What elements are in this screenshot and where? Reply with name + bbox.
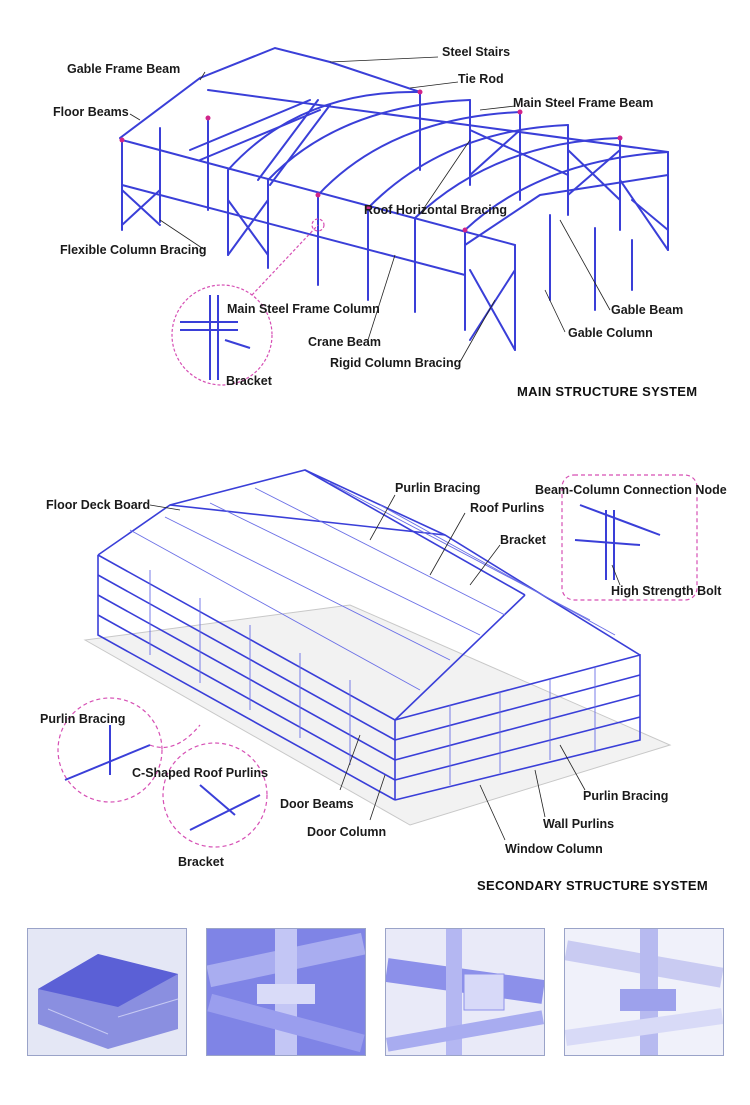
thumbnail-column-node-render <box>206 928 366 1056</box>
thumbnail-frame-connection-render <box>564 928 724 1056</box>
thumbnail-beam-plate-render <box>385 928 545 1056</box>
label-roof-horizontal-bracing: Roof Horizontal Bracing <box>364 203 508 217</box>
main-structure-diagram <box>119 46 669 386</box>
secondary-structure-diagram <box>57 469 698 848</box>
label-gable-beam: Gable Beam <box>611 303 684 317</box>
label-c-shaped-roof-purlins: C-Shaped Roof Purlins <box>132 766 269 780</box>
label-main-steel-frame-column: Main Steel Frame Column <box>227 302 380 316</box>
label-gable-column: Gable Column <box>568 326 653 340</box>
label-bracket: Bracket <box>226 374 272 388</box>
label-window-column: Window Column <box>505 842 603 856</box>
label-purlin-bracing-left: Purlin Bracing <box>40 712 126 726</box>
label-tie-rod: Tie Rod <box>458 72 504 86</box>
label-high-strength-bolt: High Strength Bolt <box>611 584 722 598</box>
thumbnail-building-render <box>27 928 187 1056</box>
label-purlin-bracing-top: Purlin Bracing <box>395 481 481 495</box>
main-structure-panel: Gable Frame Beam Floor Beams Flexible Co… <box>0 0 750 410</box>
secondary-structure-panel: Floor Deck Board Purlin Bracing Roof Pur… <box>0 455 750 900</box>
label-purlin-bracing-right: Purlin Bracing <box>583 789 669 803</box>
label-gable-frame-beam: Gable Frame Beam <box>67 62 181 76</box>
label-crane-beam: Crane Beam <box>308 335 381 349</box>
render-thumbnails <box>27 928 724 1056</box>
label-door-column: Door Column <box>307 825 387 839</box>
label-main-steel-frame-beam: Main Steel Frame Beam <box>513 96 654 110</box>
label-steel-stairs: Steel Stairs <box>442 45 511 59</box>
label-floor-deck-board: Floor Deck Board <box>46 498 151 512</box>
label-rigid-column-bracing: Rigid Column Bracing <box>330 356 462 370</box>
label-beam-column-connection-node: Beam-Column Connection Node <box>535 483 727 497</box>
label-flexible-column-bracing: Flexible Column Bracing <box>60 243 207 257</box>
label-wall-purlins: Wall Purlins <box>543 817 615 831</box>
label-floor-beams: Floor Beams <box>53 105 129 119</box>
label-bracket-bottom: Bracket <box>178 855 224 869</box>
label-roof-purlins: Roof Purlins <box>470 501 545 515</box>
secondary-structure-title: SECONDARY STRUCTURE SYSTEM <box>477 878 708 893</box>
label-bracket-top: Bracket <box>500 533 546 547</box>
main-structure-title: MAIN STRUCTURE SYSTEM <box>517 384 698 399</box>
label-door-beams: Door Beams <box>280 797 354 811</box>
